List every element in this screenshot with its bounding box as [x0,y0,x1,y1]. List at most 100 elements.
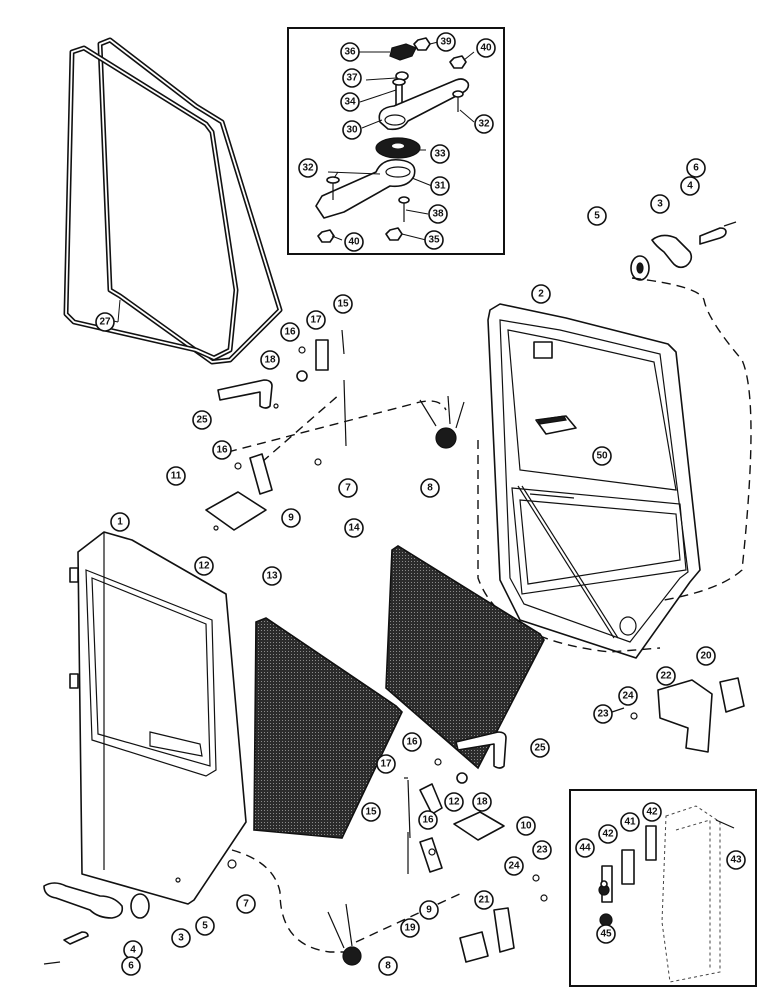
svg-text:25: 25 [196,415,208,426]
callout-10: 10 [516,816,536,836]
callout-3: 3 [650,194,670,214]
callout-21: 21 [474,890,494,910]
callout-12: 12 [194,556,214,576]
callout-18: 18 [260,350,280,370]
svg-text:42: 42 [646,807,658,818]
callout-9: 9 [281,508,301,528]
svg-text:3: 3 [657,199,663,210]
svg-text:16: 16 [284,327,296,338]
callout-20: 20 [696,646,716,666]
svg-text:35: 35 [428,235,440,246]
svg-text:21: 21 [478,895,490,906]
callout-32: 32 [298,158,318,178]
callout-50: 50 [592,446,612,466]
svg-text:24: 24 [508,861,520,872]
leader-lines [99,41,475,323]
svg-text:11: 11 [171,471,182,482]
callout-16: 16 [402,732,422,752]
svg-text:25: 25 [534,743,546,754]
svg-text:31: 31 [434,181,446,192]
callout-42: 42 [598,824,618,844]
latch-hardware-upper [205,329,465,531]
svg-text:27: 27 [99,317,111,328]
svg-text:39: 39 [440,37,452,48]
svg-text:5: 5 [594,211,600,222]
svg-text:16: 16 [216,445,228,456]
svg-text:20: 20 [700,651,712,662]
outer-handle-assembly-lower [43,859,237,965]
callout-45: 45 [596,924,616,944]
callout-8: 8 [420,478,440,498]
callout-7: 7 [338,478,358,498]
callout-42: 42 [642,802,662,822]
callout-16: 16 [212,440,232,460]
svg-text:45: 45 [600,929,612,940]
callout-17: 17 [306,310,326,330]
svg-text:7: 7 [243,899,249,910]
svg-text:18: 18 [476,797,488,808]
svg-text:19: 19 [404,923,416,934]
outer-handle-assembly-upper [630,221,737,281]
callout-23: 23 [593,704,613,724]
svg-text:37: 37 [346,73,358,84]
svg-text:6: 6 [693,163,699,174]
callout-35: 35 [424,230,444,250]
svg-text:18: 18 [264,355,276,366]
callout-9: 9 [419,900,439,920]
callout-11: 11 [166,466,186,486]
svg-text:16: 16 [406,737,418,748]
svg-text:5: 5 [202,921,208,932]
svg-text:40: 40 [348,237,360,248]
svg-text:8: 8 [385,961,391,972]
svg-text:14: 14 [348,523,360,534]
callout-34: 34 [340,92,360,112]
callout-24: 24 [618,686,638,706]
callout-39: 39 [436,32,456,52]
callout-31: 31 [430,176,450,196]
svg-text:17: 17 [310,315,322,326]
callout-23: 23 [532,840,552,860]
screen-panels [253,545,545,839]
callout-22: 22 [656,666,676,686]
callout-1: 1 [110,512,130,532]
callout-4: 4 [680,176,700,196]
svg-text:24: 24 [622,691,634,702]
callout-5: 5 [587,206,607,226]
callout-37: 37 [342,68,362,88]
callout-18: 18 [472,792,492,812]
svg-text:9: 9 [288,513,294,524]
callout-labels: 1 2 3 3 4 4 5 5 6 6 7 7 8 8 9 9 10 11 12… [95,32,746,976]
callout-2: 2 [531,284,551,304]
callout-40: 40 [476,38,496,58]
callout-43: 43 [726,850,746,870]
svg-text:4: 4 [130,945,136,956]
callout-6: 6 [121,956,141,976]
callout-16: 16 [418,810,438,830]
callout-15: 15 [333,294,353,314]
outer-door [69,531,247,905]
callout-15: 15 [361,802,381,822]
callout-8: 8 [378,956,398,976]
svg-text:12: 12 [198,561,210,572]
svg-text:33: 33 [434,149,446,160]
svg-text:32: 32 [302,163,314,174]
svg-text:4: 4 [687,181,693,192]
svg-text:44: 44 [579,843,591,854]
svg-text:15: 15 [337,299,349,310]
latch-hardware-lower [327,677,745,966]
callout-41: 41 [620,812,640,832]
svg-text:13: 13 [266,571,278,582]
svg-text:10: 10 [520,821,532,832]
callout-32: 32 [474,114,494,134]
svg-text:42: 42 [602,829,614,840]
callout-27: 27 [95,312,115,332]
callout-19: 19 [400,918,420,938]
svg-text:8: 8 [427,483,433,494]
svg-text:41: 41 [624,817,636,828]
svg-text:22: 22 [660,671,672,682]
svg-text:2: 2 [538,289,544,300]
svg-text:15: 15 [365,807,377,818]
callout-13: 13 [262,566,282,586]
callout-25: 25 [530,738,550,758]
